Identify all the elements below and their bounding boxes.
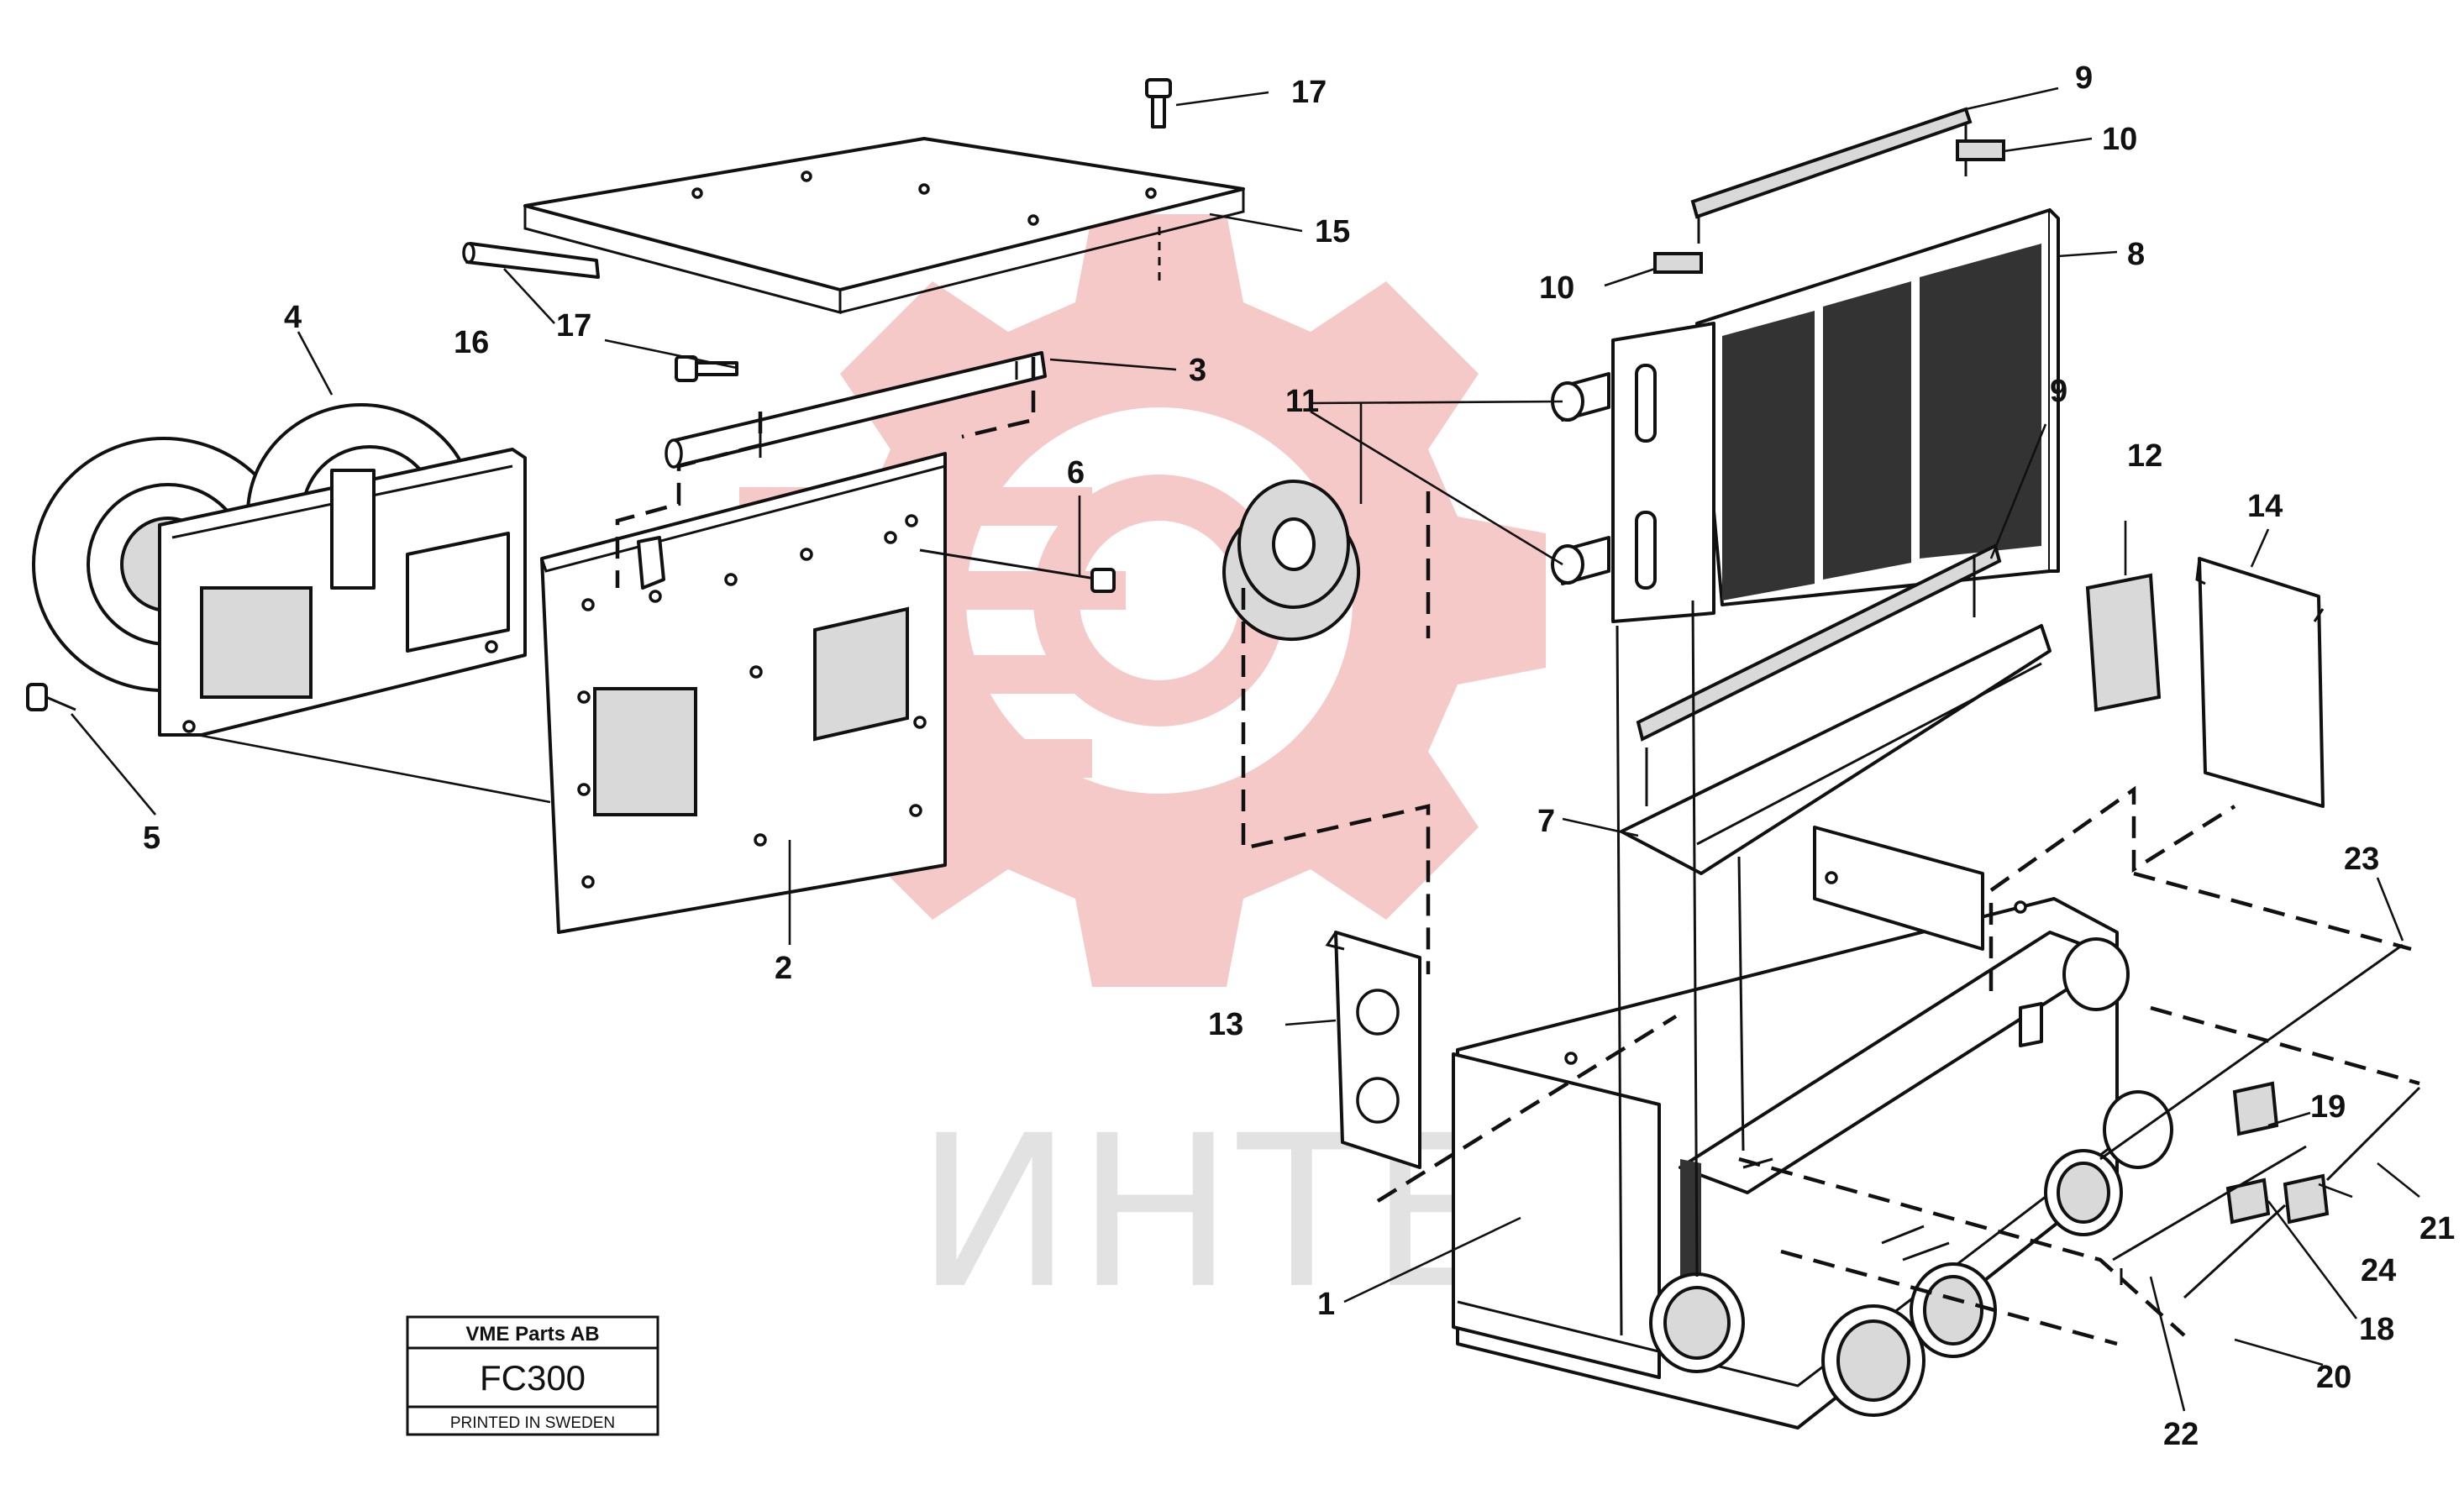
title-block-footer: PRINTED IN SWEDEN bbox=[450, 1414, 615, 1432]
wire-23 bbox=[2099, 943, 2404, 1161]
callout-17-top: 17 bbox=[1291, 75, 1327, 110]
mounting-plate bbox=[540, 452, 947, 934]
bolt bbox=[26, 683, 76, 711]
callout-14: 14 bbox=[2247, 489, 2283, 524]
tube bbox=[665, 351, 1047, 469]
foam-block bbox=[2085, 573, 2162, 712]
assembly-dash-3 bbox=[1241, 588, 1431, 974]
callout-5: 5 bbox=[143, 821, 160, 856]
callout-24: 24 bbox=[2361, 1253, 2396, 1288]
callout-3: 3 bbox=[1189, 353, 1206, 388]
callout-21: 21 bbox=[2419, 1211, 2455, 1246]
foam-strip-top bbox=[1690, 107, 1973, 244]
long-bolt bbox=[919, 548, 1116, 593]
heater-core bbox=[1551, 208, 2060, 623]
wire-20 bbox=[2183, 1204, 2287, 1299]
callout-10-right: 10 bbox=[2102, 122, 2137, 157]
screw-top bbox=[1145, 78, 1172, 129]
wire-21 bbox=[2325, 1086, 2421, 1182]
callout-4: 4 bbox=[284, 300, 302, 335]
callout-6: 6 bbox=[1067, 455, 1085, 490]
assembly-dash-5 bbox=[1376, 1015, 1678, 1203]
title-block-company: VME Parts AB bbox=[465, 1323, 599, 1346]
callout-23: 23 bbox=[2344, 842, 2379, 877]
heater-housing bbox=[1452, 826, 2173, 1429]
assembly-line-14 bbox=[1737, 856, 1745, 1151]
assembly-line-12 bbox=[1616, 625, 1623, 1336]
callout-15: 15 bbox=[1315, 214, 1350, 249]
clip-left bbox=[1653, 252, 1703, 274]
rod bbox=[462, 242, 600, 279]
callout-17-left: 17 bbox=[556, 308, 591, 344]
assembly-dash-8 bbox=[2133, 871, 2412, 952]
lower-tray bbox=[1620, 554, 2052, 875]
callout-19: 19 bbox=[2310, 1089, 2346, 1125]
blower-unit bbox=[32, 403, 527, 737]
top-cover-plate bbox=[523, 137, 1245, 314]
title-block-code: FC300 bbox=[480, 1358, 586, 1398]
callout-9-lower: 9 bbox=[2050, 374, 2067, 409]
callout-10-left: 10 bbox=[1539, 270, 1574, 306]
callout-2: 2 bbox=[775, 951, 792, 986]
assembly-dash-9 bbox=[2150, 1005, 2420, 1086]
callout-8: 8 bbox=[2127, 237, 2145, 272]
callout-16: 16 bbox=[454, 325, 489, 360]
leader-lines bbox=[71, 87, 2420, 1412]
clip-right bbox=[1956, 139, 2005, 161]
foam-ring bbox=[1222, 480, 1360, 641]
callout-13: 13 bbox=[1208, 1007, 1243, 1042]
callout-12: 12 bbox=[2127, 438, 2162, 474]
foam-strip-lower bbox=[1636, 543, 2002, 742]
callout-18: 18 bbox=[2359, 1312, 2394, 1347]
assembly-dash-2 bbox=[961, 357, 1036, 439]
title-block: VME Parts AB FC300 PRINTED IN SWEDEN bbox=[406, 1315, 659, 1436]
assembly-dash-1 bbox=[615, 412, 763, 588]
bracket bbox=[1325, 931, 1421, 1169]
terminal-block-upper bbox=[2232, 1081, 2279, 1136]
callout-9-top: 9 bbox=[2075, 60, 2093, 96]
callout-1: 1 bbox=[1317, 1287, 1335, 1322]
terminal-block-24 bbox=[2283, 1173, 2330, 1225]
wire-19 bbox=[2112, 1145, 2307, 1262]
gasket-plate bbox=[2195, 557, 2325, 808]
callout-7: 7 bbox=[1537, 804, 1555, 839]
callout-22: 22 bbox=[2163, 1417, 2199, 1452]
assembly-dash-11 bbox=[1780, 1249, 2118, 1346]
assembly-dash-10 bbox=[1738, 1157, 2186, 1337]
callout-11: 11 bbox=[1285, 384, 1319, 419]
assembly-dash-6 bbox=[1989, 785, 2236, 892]
assembly-line-13 bbox=[1691, 600, 1699, 1277]
callout-20: 20 bbox=[2316, 1360, 2351, 1395]
terminal-block-18 bbox=[2225, 1178, 2271, 1225]
